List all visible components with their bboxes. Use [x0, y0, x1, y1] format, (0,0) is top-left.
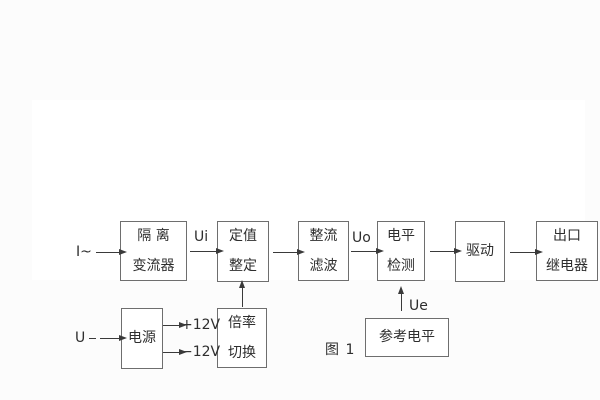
- arrow-setpoint-to-rectify: [273, 249, 305, 255]
- signal-ui-label: Ui: [194, 229, 209, 245]
- block-output-relay: 出口 继电器: [536, 221, 598, 281]
- arrow-ratio-to-setpoint: [239, 280, 245, 307]
- block-label: 驱动: [466, 243, 494, 259]
- arrow-isolation-to-setpoint: [190, 248, 224, 254]
- block-label: 继电器: [546, 257, 588, 274]
- arrow-minus-12v: [163, 349, 187, 355]
- block-label: 定值: [229, 228, 257, 244]
- arrow-level-to-drive: [430, 248, 462, 254]
- arrow-reference-to-level: [398, 286, 404, 311]
- arrow-rectify-to-level: [351, 248, 384, 254]
- arrow-drive-to-output: [510, 249, 543, 255]
- block-label: 电源: [128, 330, 156, 346]
- block-label: 出口: [553, 227, 581, 244]
- block-label: 整流: [309, 227, 338, 244]
- block-power-supply: 电源: [121, 308, 163, 369]
- minus-12v-label: −12V: [181, 344, 221, 360]
- block-ratio-switch: 倍率 切换: [217, 308, 267, 368]
- block-label: 参考电平: [379, 329, 435, 345]
- block-label: 倍率: [228, 314, 256, 331]
- block-label: 整定: [229, 258, 257, 274]
- figure-caption: 图 1: [325, 342, 356, 358]
- block-isolation-transformer: 隔 离 变流器: [120, 221, 187, 281]
- block-label: 滤波: [309, 257, 338, 274]
- arrow-voltage-input: [100, 335, 127, 341]
- input-voltage-label: U: [75, 330, 86, 346]
- block-label: 隔 离: [137, 227, 170, 244]
- plus-12v-label: +12V: [181, 317, 221, 333]
- line-voltage-input-dash: [89, 338, 96, 339]
- arrow-current-input: [96, 249, 127, 255]
- input-current-label: I~: [76, 244, 92, 260]
- block-rectify-filter: 整流 滤波: [298, 221, 349, 281]
- figure-canvas: 隔 离 变流器 定值 整定 整流 滤波 电平 检测 驱动 出口 继电器 电源 倍…: [32, 100, 598, 369]
- block-drive: 驱动: [455, 221, 505, 282]
- block-label: 变流器: [132, 257, 175, 274]
- block-setpoint-adjust: 定值 整定: [217, 221, 269, 282]
- signal-ue-label: Ue: [409, 298, 428, 314]
- signal-uo-label: Uo: [352, 230, 371, 246]
- block-level-detect: 电平 检测: [377, 221, 425, 281]
- block-reference-level: 参考电平: [365, 318, 449, 357]
- block-label: 切换: [228, 344, 256, 361]
- block-label: 电平: [387, 227, 415, 244]
- block-label: 检测: [387, 257, 415, 274]
- arrow-plus-12v: [163, 322, 187, 328]
